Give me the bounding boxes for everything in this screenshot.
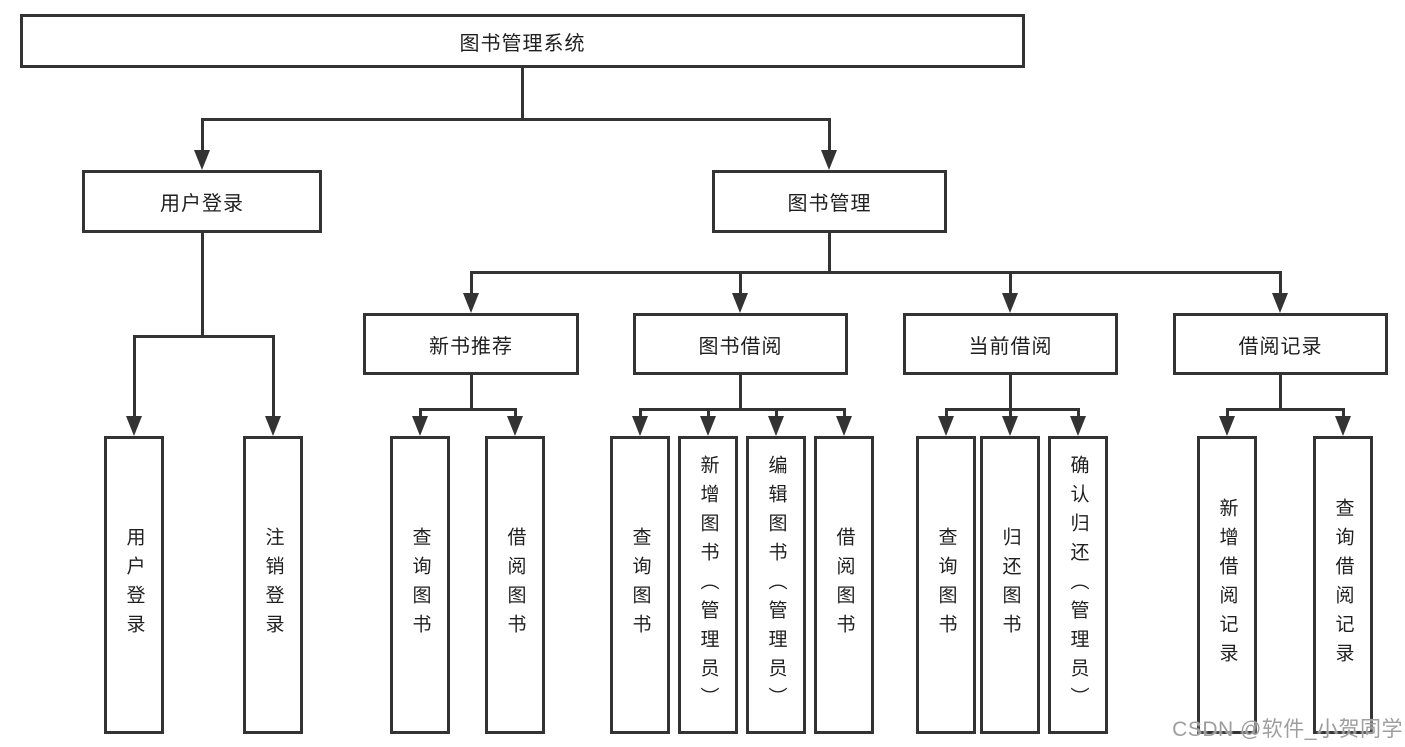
- leaf-borrow-books: 借阅图书: [814, 436, 874, 734]
- connector-line: [944, 408, 948, 420]
- node-borrowing-records: 借阅记录: [1173, 313, 1388, 375]
- node-book-management: 图书管理: [712, 170, 947, 233]
- connector-line: [738, 271, 742, 297]
- arrow-down-icon: [507, 416, 523, 436]
- arrow-down-icon: [1070, 416, 1086, 436]
- node-label: 当前借阅: [968, 335, 1053, 358]
- connector-line: [132, 335, 136, 419]
- connector-line: [1076, 408, 1080, 420]
- arrow-down-icon: [821, 150, 837, 170]
- leaf-logout: 注销登录: [243, 436, 303, 734]
- connector-line: [200, 233, 204, 337]
- arrow-down-icon: [126, 416, 142, 436]
- connector-line: [1341, 408, 1345, 420]
- connector-line: [1278, 271, 1282, 297]
- node-label: 图书管理系统: [459, 32, 586, 55]
- connector-line: [200, 118, 204, 154]
- arrow-down-icon: [938, 416, 954, 436]
- leaf-confirm-return-admin: 确认归还（管理员）: [1048, 436, 1108, 734]
- connector-line: [827, 233, 831, 273]
- connector-line: [132, 335, 275, 338]
- arrow-down-icon: [632, 416, 648, 436]
- leaf-query-books-current: 查询图书: [916, 436, 976, 734]
- connector-line: [469, 271, 1282, 274]
- arrow-down-icon: [1002, 293, 1018, 313]
- connector-line: [1278, 375, 1282, 410]
- leaf-add-borrow-record: 新增借阅记录: [1197, 436, 1257, 734]
- leaf-query-borrow-record: 查询借阅记录: [1313, 436, 1373, 734]
- node-label: 图书借阅: [698, 335, 783, 358]
- node-label: 注销登录: [262, 527, 284, 643]
- arrow-down-icon: [836, 416, 852, 436]
- connector-line: [469, 375, 473, 410]
- leaf-query-books-recommend: 查询图书: [390, 436, 450, 734]
- arrow-down-icon: [1335, 416, 1351, 436]
- node-label: 借阅图书: [504, 527, 526, 643]
- connector-line: [1225, 408, 1345, 411]
- node-label: 查询图书: [629, 527, 651, 643]
- node-label: 查询图书: [409, 527, 431, 643]
- node-label: 用户登录: [123, 527, 145, 643]
- connector-line: [827, 118, 831, 154]
- connector-line: [944, 408, 1080, 411]
- leaf-return-books: 归还图书: [980, 436, 1040, 734]
- arrow-down-icon: [412, 416, 428, 436]
- node-label: 用户登录: [160, 193, 244, 215]
- connector-line: [521, 68, 524, 120]
- connector-line: [200, 118, 831, 121]
- node-user-login: 用户登录: [82, 170, 322, 233]
- node-label: 借阅记录: [1238, 335, 1323, 358]
- node-label: 借阅图书: [833, 527, 855, 643]
- node-book-borrowing: 图书借阅: [633, 313, 848, 375]
- arrow-down-icon: [194, 150, 210, 170]
- csdn-watermark: CSDN @软件_小贺同学: [1172, 718, 1403, 741]
- connector-line: [513, 408, 517, 420]
- leaf-borrow-books-recommend: 借阅图书: [485, 436, 545, 734]
- connector-line: [271, 335, 275, 419]
- connector-line: [1225, 408, 1229, 420]
- arrow-down-icon: [768, 416, 784, 436]
- connector-line: [774, 408, 778, 420]
- node-label: 图书管理: [787, 193, 872, 215]
- leaf-user-login: 用户登录: [104, 436, 164, 734]
- arrow-down-icon: [700, 416, 716, 436]
- node-label: 确认归还（管理员）: [1067, 454, 1089, 716]
- node-current-borrowing: 当前借阅: [903, 313, 1118, 375]
- connector-line: [638, 408, 642, 420]
- node-label: 查询图书: [935, 527, 957, 643]
- connector-line: [638, 408, 846, 411]
- arrow-down-icon: [1219, 416, 1235, 436]
- arrow-down-icon: [265, 416, 281, 436]
- node-library-management-system: 图书管理系统: [20, 14, 1025, 68]
- arrow-down-icon: [1002, 416, 1018, 436]
- connector-line: [469, 271, 473, 297]
- node-label: 新书推荐: [429, 335, 513, 358]
- node-label: 归还图书: [999, 527, 1021, 643]
- node-new-book-recommendation: 新书推荐: [363, 313, 579, 375]
- arrow-down-icon: [1272, 293, 1288, 313]
- node-label: 编辑图书（管理员）: [765, 454, 787, 716]
- node-label: 新增图书（管理员）: [697, 454, 719, 716]
- leaf-query-books: 查询图书: [610, 436, 670, 734]
- node-label: 查询借阅记录: [1332, 498, 1354, 672]
- connector-line: [738, 375, 742, 410]
- connector-line: [1008, 408, 1012, 420]
- connector-line: [418, 408, 517, 411]
- leaf-add-books-admin: 新增图书（管理员）: [678, 436, 738, 734]
- connector-line: [706, 408, 710, 420]
- node-label: 新增借阅记录: [1216, 498, 1238, 672]
- connector-line: [1008, 375, 1012, 410]
- leaf-edit-books-admin: 编辑图书（管理员）: [746, 436, 806, 734]
- connector-line: [842, 408, 846, 420]
- connector-line: [418, 408, 422, 420]
- arrow-down-icon: [463, 293, 479, 313]
- connector-line: [1008, 271, 1012, 297]
- arrow-down-icon: [732, 293, 748, 313]
